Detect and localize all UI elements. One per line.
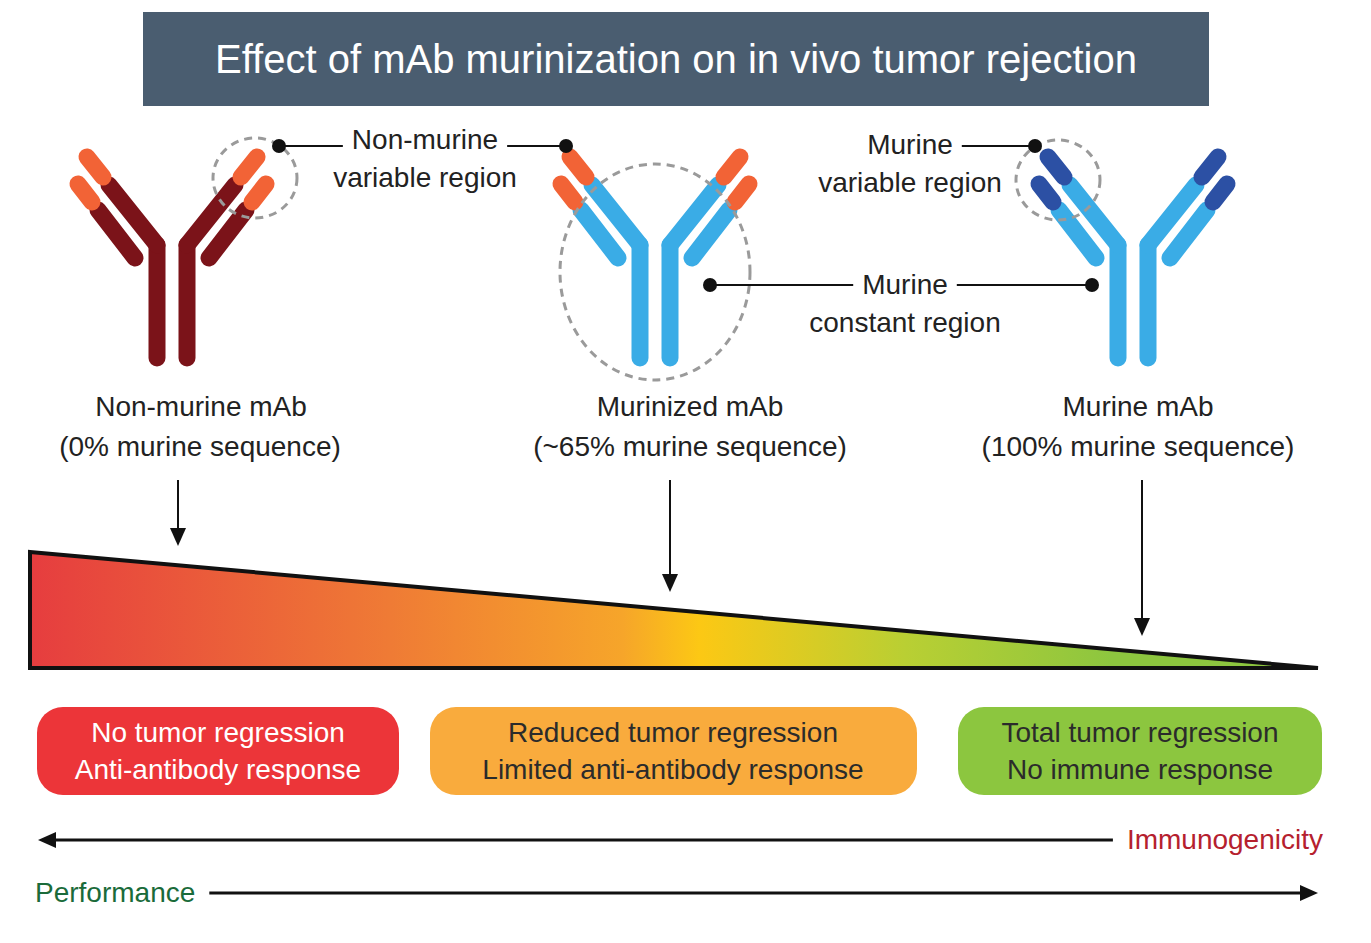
antibody-chain bbox=[662, 245, 679, 358]
arrow-line bbox=[56, 839, 1113, 842]
sequence-percent: (100% murine sequence) bbox=[982, 428, 1295, 466]
outcome-box: Total tumor regressionNo immune response bbox=[958, 707, 1322, 795]
arrow-head bbox=[662, 574, 678, 592]
arrow-head bbox=[38, 832, 56, 848]
region-label: Non-murine variable region bbox=[332, 121, 519, 197]
antibody-chain bbox=[252, 184, 266, 202]
leader-line bbox=[962, 145, 1035, 147]
antibody-chain bbox=[1213, 184, 1227, 202]
outcome-box: Reduced tumor regressionLimited anti-ant… bbox=[430, 707, 917, 795]
antibody-chain bbox=[570, 157, 586, 177]
murinized-antibody bbox=[561, 157, 749, 358]
title-text: Effect of mAb murinization on in vivo tu… bbox=[143, 12, 1209, 106]
leader-line bbox=[710, 284, 853, 286]
leader-dot bbox=[1028, 139, 1042, 153]
outcome-text: Anti-antibody response bbox=[75, 751, 361, 788]
sequence-percent: (~65% murine sequence) bbox=[533, 428, 847, 466]
leader-dot bbox=[272, 139, 286, 153]
outcome-text: No tumor regression bbox=[91, 714, 345, 751]
antibody-chain bbox=[1059, 210, 1096, 258]
antibody-name: Murine mAb bbox=[1063, 388, 1214, 426]
antibody-chain bbox=[581, 210, 618, 258]
leader-dot bbox=[703, 278, 717, 292]
outcome-text: Limited anti-antibody response bbox=[482, 751, 863, 788]
region-highlight bbox=[1016, 140, 1100, 220]
outcome-box: No tumor regressionAnti-antibody respons… bbox=[37, 707, 399, 795]
axis-label: Immunogenicity bbox=[1127, 821, 1323, 859]
title-banner: Effect of mAb murinization on in vivo tu… bbox=[143, 12, 1209, 106]
antibody-chain bbox=[1202, 157, 1218, 177]
antibody-chain bbox=[1170, 210, 1207, 258]
arrow-head bbox=[1300, 885, 1318, 901]
antibody-name: Murinized mAb bbox=[597, 388, 784, 426]
antibody-chain bbox=[632, 245, 649, 358]
leader-dot bbox=[1085, 278, 1099, 292]
antibody-chain bbox=[1110, 245, 1127, 358]
leader-line bbox=[507, 145, 566, 147]
region-label: Murine variable region bbox=[817, 126, 1004, 202]
antibody-chain bbox=[78, 184, 92, 202]
antibody-chain bbox=[561, 184, 575, 202]
antibody-chain bbox=[724, 157, 740, 177]
leader-line bbox=[957, 284, 1092, 286]
arrow-line bbox=[209, 892, 1300, 895]
antibody-chain bbox=[735, 184, 749, 202]
antibody-name: Non-murine mAb bbox=[95, 388, 307, 426]
axis-label: Performance bbox=[35, 874, 195, 912]
non-murine-antibody bbox=[78, 157, 266, 358]
region-label: Murine constant region bbox=[808, 266, 1002, 342]
gradient-wedge bbox=[30, 552, 1318, 668]
arrow-head bbox=[170, 528, 186, 546]
arrow-line bbox=[669, 480, 671, 574]
outcome-text: No immune response bbox=[1007, 751, 1273, 788]
antibody-chain bbox=[241, 157, 257, 177]
antibody-chain bbox=[179, 245, 196, 358]
region-highlight bbox=[213, 138, 297, 218]
outcome-text: Total tumor regression bbox=[1001, 714, 1278, 751]
antibody-chain bbox=[98, 210, 135, 258]
arrow-line bbox=[177, 480, 179, 528]
antibody-chain bbox=[149, 245, 166, 358]
leader-dot bbox=[559, 139, 573, 153]
arrow-line bbox=[1141, 480, 1143, 618]
antibody-chain bbox=[209, 210, 246, 258]
leader-line bbox=[279, 145, 343, 147]
murine-antibody bbox=[1039, 157, 1227, 358]
region-highlight bbox=[560, 164, 750, 380]
antibody-chain bbox=[1048, 157, 1064, 177]
antibody-chain bbox=[1039, 184, 1053, 202]
antibody-chain bbox=[87, 157, 103, 177]
sequence-percent: (0% murine sequence) bbox=[59, 428, 341, 466]
arrow-head bbox=[1134, 618, 1150, 636]
antibody-chain bbox=[1140, 245, 1157, 358]
antibody-chain bbox=[692, 210, 729, 258]
outcome-text: Reduced tumor regression bbox=[508, 714, 838, 751]
